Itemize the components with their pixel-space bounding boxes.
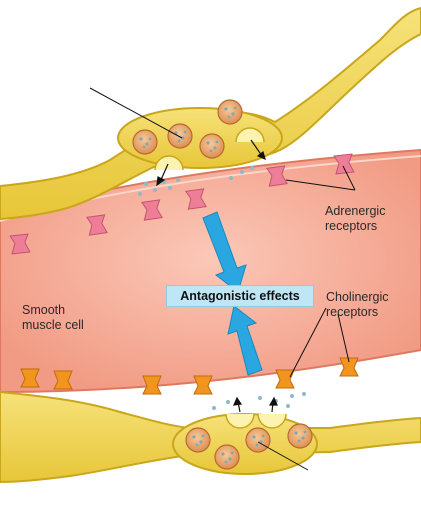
top-axon-varicosity (117, 107, 283, 169)
cholinergic-label-line2: receptors (326, 305, 379, 319)
cholinergic-label: Cholinergic receptors (326, 290, 389, 320)
bottom-vesicles (185, 413, 313, 470)
cholinergic-label-line1: Cholinergic (326, 290, 389, 304)
adrenergic-label-line2: receptors (325, 219, 378, 233)
adrenergic-receptors (9, 153, 355, 255)
top-vesicles (132, 99, 265, 171)
blue-arrow-up (227, 305, 263, 376)
release-arrows (156, 139, 278, 413)
neurotransmitter-molecules (138, 166, 306, 410)
smooth-muscle-label-line2: muscle cell (22, 318, 84, 332)
smooth-muscle-label: Smooth muscle cell (22, 303, 84, 333)
antagonistic-effects-label: Antagonistic effects (166, 285, 314, 307)
blue-arrow-down (202, 211, 247, 293)
smooth-muscle-label-line1: Smooth (22, 303, 66, 317)
cholinergic-receptors (20, 357, 359, 395)
adrenergic-label-line1: Adrenergic (325, 204, 386, 218)
adrenergic-label: Adrenergic receptors (325, 204, 385, 234)
leader-lines (89, 87, 356, 471)
